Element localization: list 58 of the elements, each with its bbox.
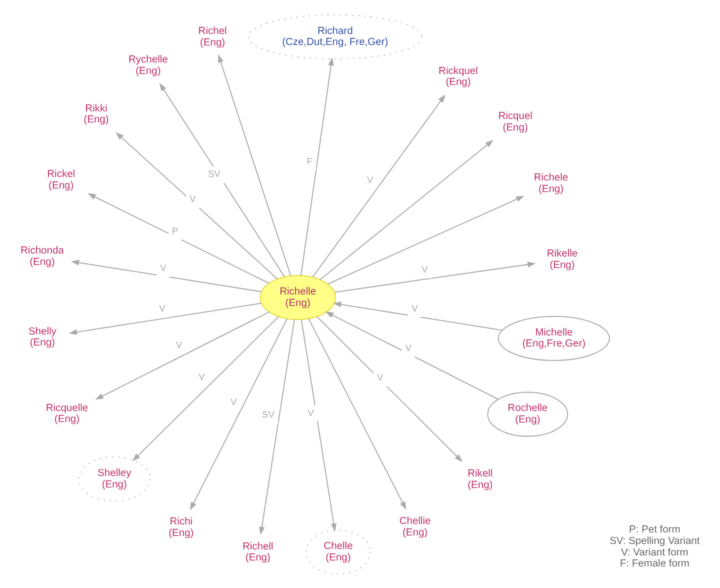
arrow [308, 318, 406, 510]
node-ellipse: Chelle (Eng) [306, 529, 371, 574]
edge-label: V [159, 303, 166, 314]
arrow [190, 318, 288, 510]
edge-label: V [190, 194, 196, 204]
arrow [320, 139, 494, 280]
arrow [332, 301, 502, 330]
node-text: Ricquel (Eng) [498, 110, 532, 133]
label: SV: Spelling Variant [610, 535, 700, 546]
arrow [300, 319, 337, 532]
node-text: Richele (Eng) [534, 172, 568, 195]
arrow [300, 56, 334, 276]
label: V: Variant form [620, 546, 688, 558]
node-text: Rickel (Eng) [47, 168, 76, 191]
edge-label: V [367, 174, 374, 184]
edge-label: V [230, 396, 237, 407]
edge-label: V [377, 372, 384, 382]
node-ellipse: Rochelle (Eng) [487, 391, 568, 436]
node-text: Rychelle (Eng) [128, 54, 168, 76]
node-text: Rikell (Eng) [468, 468, 493, 490]
edge-label: V [160, 262, 166, 273]
arrow [328, 195, 524, 284]
arrow [159, 82, 285, 277]
node-text: Shelly (Eng) [28, 326, 56, 348]
arrow [325, 310, 498, 400]
node-ellipse: Richard (Cze,Dut,Eng, Fre,Ger) [248, 14, 422, 59]
edge-label: V [412, 302, 418, 313]
arrow [312, 94, 446, 277]
node-text: Richi (Eng) [168, 516, 194, 538]
arrow [95, 311, 270, 400]
node-text: Ricquelle (Eng) [46, 402, 88, 425]
edge-label: F [306, 156, 312, 166]
edge-label: V [198, 372, 205, 382]
node-text: Chellie (Eng) [399, 516, 431, 538]
edge-label: SV [208, 168, 220, 179]
arrow [218, 54, 292, 276]
arrow [316, 316, 463, 462]
node-text: Richonda (Eng) [20, 245, 64, 268]
node-text: Richell (Eng) [242, 540, 274, 564]
node-ellipse: Michelle (Eng,Fre,Ger) [498, 315, 610, 360]
edge-label: V [405, 342, 412, 353]
node-text: Rickquel (Eng) [438, 65, 478, 88]
edge-label: V [308, 407, 314, 418]
arrow [334, 261, 536, 292]
edge-label: V [176, 340, 182, 350]
edge-label: V [422, 264, 428, 274]
arrow [88, 192, 270, 284]
node-ellipse: Shelley (Eng) [78, 456, 151, 502]
arrow [70, 259, 262, 292]
node-text: Rikki (Eng) [84, 102, 109, 126]
node-text: Rikelle (Eng) [546, 248, 578, 270]
arrow [68, 302, 262, 334]
label: F: Female form [620, 558, 690, 570]
arrow [116, 132, 278, 279]
label: P: Pet form [628, 524, 680, 536]
edge-label: SV [262, 408, 274, 419]
node-text: Richel (Eng) [198, 25, 227, 48]
edge-label: P [172, 225, 178, 236]
